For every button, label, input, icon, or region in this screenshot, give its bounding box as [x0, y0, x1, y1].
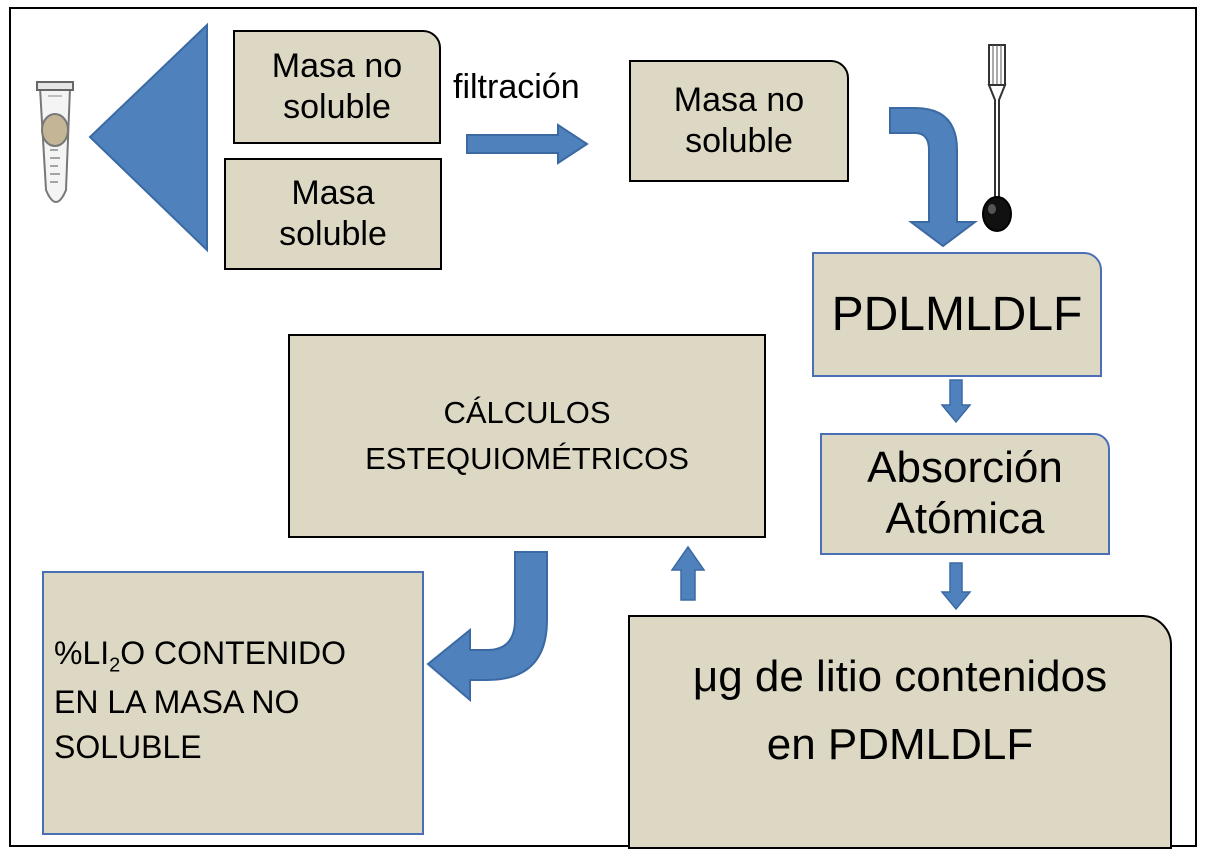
masa-no-soluble-box-2: Masa no soluble — [629, 60, 849, 182]
li2o-line-2: EN LA MASA NO — [54, 683, 300, 720]
filtracion-label: filtración — [453, 68, 580, 106]
filtration-arrow — [466, 123, 589, 165]
arrow-microgramos-calculos — [670, 545, 706, 601]
absorcion-box: Absorción Atómica — [820, 433, 1110, 555]
arrow-absorcion-microgramos — [940, 562, 972, 611]
masa-soluble-box: Masa soluble — [224, 158, 442, 270]
calculos-box: CÁLCULOS ESTEQUIOMÉTRICOS — [288, 334, 766, 538]
curved-arrow-to-li2o — [426, 551, 548, 703]
li2o-box: %LI2O CONTENIDO EN LA MASA NO SOLUBLE — [42, 571, 424, 835]
diagram-frame — [9, 7, 1197, 847]
li2o-line-3: SOLUBLE — [54, 729, 202, 766]
split-triangle — [88, 22, 208, 253]
li2o-text: %LI2O CONTENIDO EN LA MASA NO SOLUBLE — [54, 631, 346, 771]
curved-arrow-down — [889, 107, 978, 248]
masa-no-soluble-box-1: Masa no soluble — [233, 30, 441, 144]
pdlmldlf-box: PDLMLDLF — [812, 252, 1102, 377]
microgramos-litio-box: μg de litio contenidos en PDMLDLF — [628, 615, 1172, 849]
arrow-pdlmldlf-absorcion — [940, 379, 972, 424]
li2o-line-1: %LI2O CONTENIDO — [54, 635, 347, 677]
